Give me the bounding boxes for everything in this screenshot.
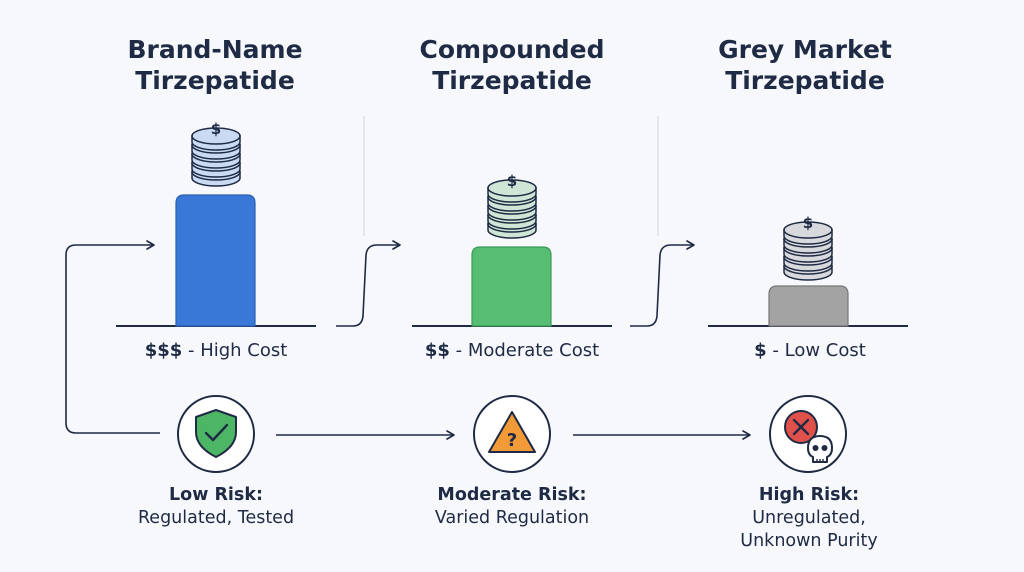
dollar-sign: $ <box>211 120 221 138</box>
bar-grey-market <box>768 285 849 327</box>
cost-text: - Moderate Cost <box>449 340 600 361</box>
cost-symbol: $ <box>754 340 767 361</box>
cost-label-compounded: $$ - Moderate Cost <box>362 340 662 361</box>
cost-symbol: $$ <box>424 340 450 361</box>
title-line-2: Tirzepatide <box>725 66 885 95</box>
cost-text: - Low Cost <box>766 340 866 361</box>
dollar-sign: $ <box>507 172 517 190</box>
coin-stack-icon: $ <box>191 120 241 187</box>
title-line-1: Compounded <box>419 35 605 64</box>
warning-triangle-icon: ? <box>488 411 536 453</box>
title-grey-market: Grey Market Tirzepatide <box>655 34 955 96</box>
cost-label-grey-market: $ - Low Cost <box>660 340 960 361</box>
cost-text: - High Cost <box>182 340 288 361</box>
title-line-2: Tirzepatide <box>432 66 592 95</box>
shield-check-icon <box>195 409 237 458</box>
title-line-1: Brand-Name <box>127 35 303 64</box>
coin-stack-icon: $ <box>783 214 833 281</box>
risk-description: Unknown Purity <box>740 531 878 551</box>
risk-title: High Risk: <box>758 485 860 505</box>
bar-compounded <box>471 246 552 327</box>
skull-icon <box>807 435 833 463</box>
risk-title: Low Risk: <box>169 485 263 505</box>
title-line-2: Tirzepatide <box>135 66 295 95</box>
arrow-to-compounded <box>336 240 401 327</box>
risk-title: Moderate Risk: <box>437 485 587 505</box>
title-line-1: Grey Market <box>718 35 892 64</box>
cost-label-brand-name: $$$ - High Cost <box>66 340 366 361</box>
risk-label-moderate: Moderate Risk: Varied Regulation <box>362 484 662 530</box>
question-mark: ? <box>507 430 517 451</box>
cost-symbol: $$$ <box>144 340 183 361</box>
bar-brand-name <box>175 194 256 327</box>
title-brand-name: Brand-Name Tirzepatide <box>65 34 365 96</box>
title-compounded: Compounded Tirzepatide <box>362 34 662 96</box>
arrow-to-grey-market <box>630 240 695 327</box>
coin-top <box>191 127 241 145</box>
coin-top <box>487 179 537 197</box>
risk-description: Regulated, Tested <box>137 508 295 528</box>
risk-description: Unregulated, <box>752 508 866 528</box>
coin-stack-icon: $ <box>487 172 537 239</box>
x-circle-icon <box>784 410 818 444</box>
risk-label-high: High Risk: Unregulated, Unknown Purity <box>659 484 959 553</box>
risk-description: Varied Regulation <box>434 508 590 528</box>
arrow-feedback <box>65 240 160 434</box>
risk-label-low: Low Risk: Regulated, Tested <box>66 484 366 530</box>
coin-top <box>783 221 833 239</box>
dollar-sign: $ <box>803 214 813 232</box>
